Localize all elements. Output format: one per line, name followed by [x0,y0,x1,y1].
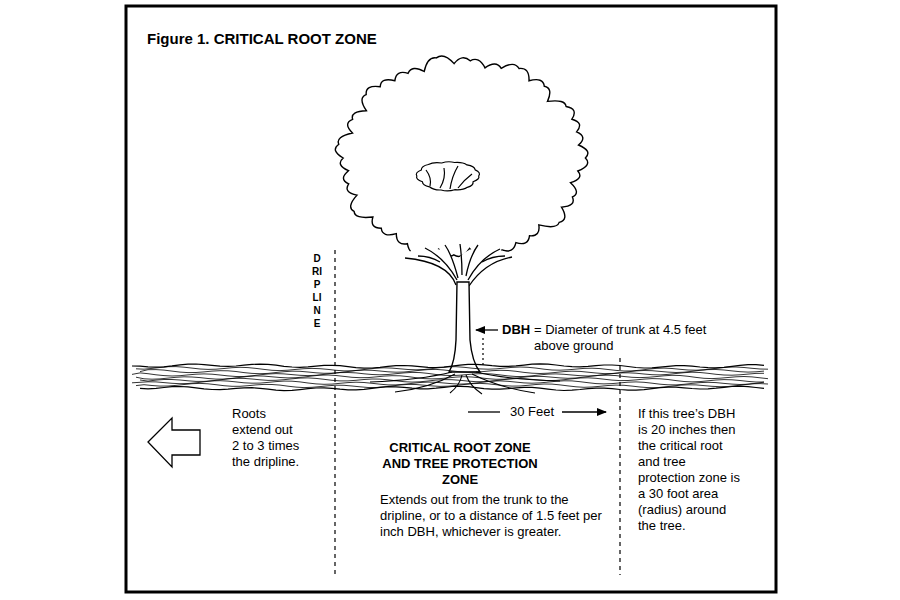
figure-title: Figure 1. CRITICAL ROOT ZONE [147,30,377,48]
zone-definition: Extends out from the trunk to the dripli… [380,492,616,540]
gap-branch [450,166,458,189]
dbh-arrow [476,329,498,330]
tree-branches [405,244,512,286]
gap-branch [440,168,445,188]
outward-arrow [148,418,200,467]
figure-frame [126,6,776,592]
ground-stroke [140,369,764,373]
zone-edge-dashed [619,358,620,575]
zone-heading: CRITICAL ROOT ZONE AND TREE PROTECTION Z… [375,440,545,488]
ground-stroke [132,364,764,368]
roots-note: Roots extend out 2 to 3 times the dripli… [232,406,302,470]
gap-branch [426,170,431,186]
dbh-height-mark [482,338,483,366]
example-note: If this tree’s DBH is 20 inches then the… [638,406,742,534]
root-strokes [370,372,560,394]
tree-crown [335,56,588,258]
distance-line [468,411,500,412]
branch-ground [400,248,512,300]
ground-stroke [136,367,768,371]
dripline-label: DRIPLINE [312,252,322,330]
tree-trunk [449,282,480,372]
ground-stroke [132,381,764,385]
crown-gap [416,162,479,191]
ground-stroke [140,386,764,390]
gap-branches [426,166,472,189]
dbh-term: DBH [502,322,530,338]
dbh-definition: = Diameter of trunk at 4.5 feet above gr… [534,322,714,354]
distance-arrow [562,411,606,412]
dripline-dashed [334,250,335,575]
gap-branch [458,174,472,188]
distance-label: 30 Feet [504,404,560,420]
